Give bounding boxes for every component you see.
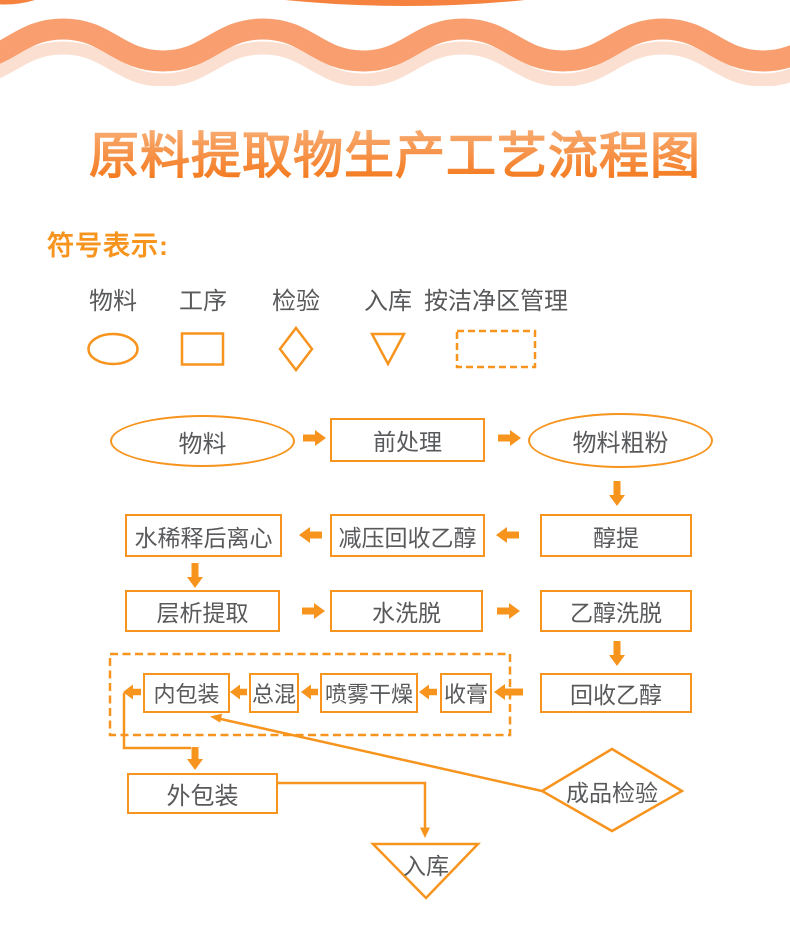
arrow-into-outer-packaging: [187, 747, 203, 770]
arrow-paste-to-spray-drying: [419, 684, 437, 700]
arrow-ethanol-recovery-to-paste: [494, 684, 523, 700]
arrowhead-into-warehousing: [420, 827, 430, 838]
diamond-symbol-icon: [272, 325, 320, 373]
legend-label: 工序: [179, 288, 227, 315]
legend-label: 物料: [89, 288, 137, 315]
node-chromatography-extraction: 层析提取: [125, 590, 280, 632]
node-total-mixing: 总混: [249, 673, 299, 713]
rect-symbol-icon: [179, 325, 227, 373]
arrow-chromatography-to-water-elution: [302, 603, 325, 619]
wave-tip-left: [0, 0, 35, 5]
node-paste-collection: 收膏: [440, 673, 492, 713]
node-inner-packaging: 内包装: [143, 673, 230, 713]
node-warehousing-label: 入库: [403, 853, 449, 879]
arrow-inner-packaging-out: [123, 684, 141, 700]
node-pretreatment: 前处理: [330, 418, 485, 462]
page-title: 原料提取物生产工艺流程图: [0, 116, 790, 188]
legend-label: 按洁净区管理: [424, 288, 568, 315]
arrow-pretreatment-to-coarse-powder: [498, 430, 521, 446]
wave-decoration: [0, 0, 790, 86]
wave-secondary: [0, 41, 790, 86]
legend-item-clean-zone: 按洁净区管理: [424, 281, 568, 373]
wave-tip-center: [285, 0, 525, 6]
node-alcohol-extraction: 醇提: [540, 514, 692, 557]
arrow-water-dilution-down: [187, 563, 203, 588]
legend-item-material: 物料: [86, 281, 140, 373]
arrow-material-to-pretreatment: [303, 430, 326, 446]
node-spray-drying: 喷雾干燥: [320, 673, 418, 713]
legend-item-inspection: 检验: [272, 281, 320, 373]
arrowhead-into-inner-packaging: [210, 713, 223, 723]
node-ethanol-recovery: 回收乙醇: [540, 673, 692, 713]
legend-label: 检验: [272, 288, 320, 315]
node-vacuum-ethanol-recovery: 减压回收乙醇: [330, 514, 485, 557]
node-product-inspection-label: 成品检验: [566, 780, 658, 806]
arrow-coarse-powder-down: [609, 481, 625, 506]
connector-outer-packaging-to-warehousing: [278, 781, 427, 830]
arrow-spray-drying-to-mixing: [301, 684, 318, 700]
arrow-vacuum-recovery-to-water-dilution: [299, 527, 322, 543]
arrow-water-elution-to-ethanol-elution: [497, 603, 520, 619]
triangle-symbol-icon: [364, 325, 412, 373]
node-material: 物料: [110, 415, 295, 467]
arrow-ethanol-elution-down: [609, 641, 625, 666]
legend-item-process: 工序: [179, 281, 227, 373]
node-outer-packaging: 外包装: [127, 773, 278, 814]
node-water-elution: 水洗脱: [330, 590, 483, 632]
node-water-dilution-centrifuge: 水稀释后离心: [125, 514, 282, 557]
legend-heading: 符号表示:: [47, 231, 169, 261]
ellipse-symbol-icon: [86, 325, 140, 373]
node-coarse-powder: 物料粗粉: [528, 413, 713, 468]
dashed-rect-symbol-icon: [424, 325, 568, 373]
legend-item-warehousing: 入库: [364, 281, 412, 373]
wave-primary: [0, 18, 790, 72]
arrow-alcohol-extraction-to-vacuum-recovery: [496, 527, 519, 543]
arrow-mixing-to-inner-packaging: [230, 684, 247, 700]
node-ethanol-elution: 乙醇洗脱: [540, 590, 692, 632]
legend-label: 入库: [364, 288, 412, 315]
